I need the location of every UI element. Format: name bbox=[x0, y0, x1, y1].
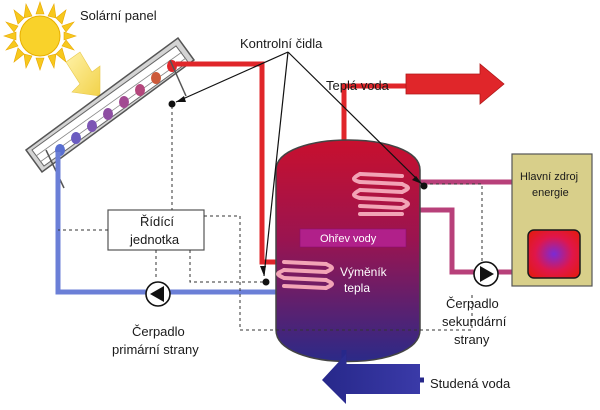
hot-water-arrow-icon bbox=[405, 63, 505, 105]
main-energy-source bbox=[511, 153, 593, 287]
heater-icon bbox=[527, 229, 581, 279]
label-sensors: Kontrolní čidla bbox=[240, 36, 323, 51]
pump-icon bbox=[473, 261, 499, 287]
label-solar-panel: Solární panel bbox=[80, 8, 157, 23]
label-water-heating: Ohřev vody bbox=[320, 233, 377, 245]
solar-tubes bbox=[55, 60, 177, 156]
label-main-source-2: energie bbox=[532, 187, 569, 199]
hot-water-pipe bbox=[341, 83, 414, 140]
label-pump-secondary-1: Čerpadlo bbox=[446, 296, 499, 311]
pump-icon bbox=[145, 281, 171, 307]
coil-icon bbox=[276, 260, 334, 290]
label-cold-water: Studená voda bbox=[430, 376, 511, 391]
label-hot-water: Teplá voda bbox=[326, 78, 390, 93]
water-tank bbox=[275, 139, 421, 363]
sunlight-arrow-icon bbox=[65, 51, 101, 97]
solar-panel bbox=[24, 36, 196, 189]
coil-icon bbox=[352, 172, 410, 216]
label-pump-secondary-2: sekundární bbox=[442, 314, 507, 329]
label-pump-primary-1: Čerpadlo bbox=[132, 324, 185, 339]
label-pump-secondary-3: strany bbox=[454, 332, 490, 347]
label-control-unit-2: jednotka bbox=[129, 232, 180, 247]
sensor-leader-lines bbox=[175, 51, 423, 277]
label-exchanger-1: Výměník bbox=[340, 265, 388, 279]
sun-icon bbox=[3, 1, 77, 71]
label-control-unit-1: Řídící bbox=[140, 214, 174, 229]
water-heating-band bbox=[299, 228, 407, 248]
label-pump-primary-2: primární strany bbox=[112, 342, 199, 357]
cold-water-arrow-icon bbox=[322, 354, 420, 404]
control-unit bbox=[107, 209, 205, 251]
label-exchanger-2: tepla bbox=[344, 281, 370, 295]
label-main-source-1: Hlavní zdroj bbox=[520, 171, 578, 183]
sensor-points bbox=[168, 100, 428, 286]
signal-lines bbox=[58, 106, 483, 331]
